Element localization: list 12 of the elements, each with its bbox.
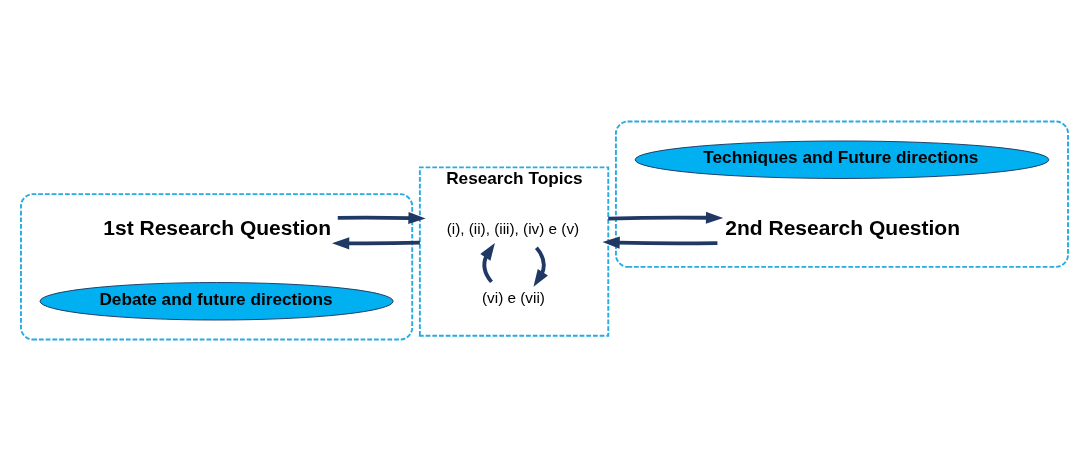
- arrow: [602, 236, 718, 249]
- arrow: [480, 242, 495, 283]
- arrow: [533, 246, 548, 287]
- node-text: (vi) e (vii): [482, 288, 545, 306]
- arrow: [331, 236, 420, 249]
- arrow: [337, 211, 426, 224]
- node-ellipse: Techniques and Future directions: [634, 140, 1050, 179]
- node-text: 2nd Research Question: [725, 215, 961, 239]
- node-ellipse: Debate and future directions: [39, 281, 394, 320]
- node-text: (i), (ii), (iii), (iv) e (v): [446, 219, 580, 237]
- node-text: 1st Research Question: [103, 215, 332, 239]
- arrow: [608, 211, 724, 224]
